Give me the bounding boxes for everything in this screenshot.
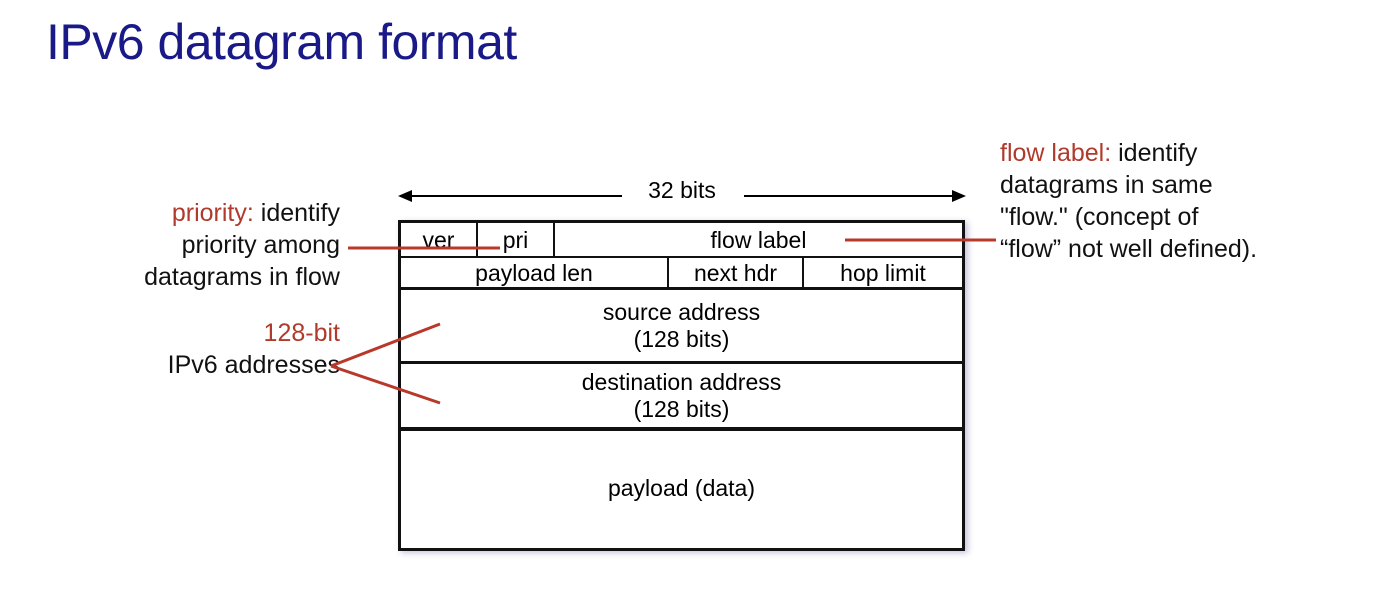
table-row: payload len next hdr hop limit — [401, 258, 962, 290]
annotation-addresses: 128-bit IPv6 addresses — [40, 317, 340, 381]
field-pri: pri — [478, 223, 555, 256]
annotation-priority-line2: priority among — [181, 231, 340, 259]
annotation-priority-keyword: priority: — [171, 199, 254, 227]
double-headed-arrow-icon — [398, 190, 966, 202]
annotation-priority-line1: identify — [253, 199, 340, 227]
table-row: source address (128 bits) — [401, 290, 962, 364]
field-source-address-label: source address — [602, 298, 761, 325]
annotation-priority: priority: identify priority among datagr… — [40, 197, 340, 293]
annotation-addresses-keyword: 128-bit — [263, 319, 340, 347]
page-title: IPv6 datagram format — [46, 14, 517, 70]
annotation-flow-label-line1: identify — [1111, 139, 1198, 167]
field-hop-limit: hop limit — [840, 259, 926, 286]
annotation-addresses-line2: IPv6 addresses — [167, 351, 340, 379]
field-ver: ver — [401, 223, 478, 256]
table-row: payload (data) — [401, 431, 962, 544]
annotation-flow-label: flow label: identify datagrams in same "… — [1000, 137, 1372, 265]
field-destination-address: destination address (128 bits) — [401, 364, 962, 427]
field-source-address-size: (128 bits) — [633, 325, 730, 352]
field-destination-address-size: (128 bits) — [633, 395, 730, 422]
annotation-priority-line3: datagrams in flow — [144, 263, 340, 291]
annotation-flow-label-line4: “flow” not well defined). — [1000, 235, 1258, 263]
width-marker-label: 32 bits — [648, 177, 716, 203]
field-payload-data: payload (data) — [607, 474, 756, 501]
field-next-hdr: next hdr — [669, 258, 804, 287]
field-payload-len: payload len — [401, 258, 669, 287]
annotation-flow-label-line2: datagrams in same — [1000, 171, 1213, 199]
annotation-flow-label-keyword: flow label: — [1000, 139, 1112, 167]
field-source-address: source address (128 bits) — [401, 290, 962, 361]
field-destination-address-label: destination address — [581, 368, 782, 395]
field-flow-label: flow label — [710, 226, 807, 253]
table-row: ver pri flow label — [401, 223, 962, 258]
table-row: destination address (128 bits) — [401, 364, 962, 431]
annotation-flow-label-line3: "flow." (concept of — [1000, 203, 1199, 231]
ipv6-datagram-diagram: ver pri flow label payload len next hdr … — [398, 220, 965, 551]
width-marker: 32 bits — [398, 176, 966, 210]
